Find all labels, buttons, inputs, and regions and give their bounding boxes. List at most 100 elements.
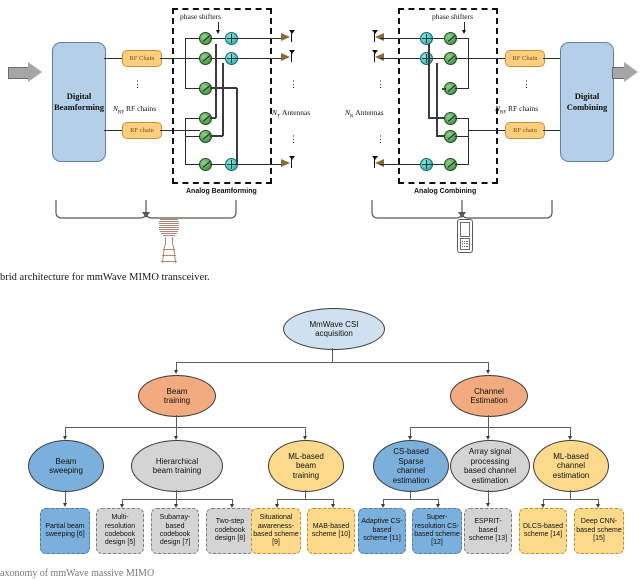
tx-adder1-out xyxy=(236,37,281,39)
leaf-situational-awareness-scheme[interactable]: Situational awareness-based scheme [9] xyxy=(251,508,301,554)
rx-wire-adder1-ps1 xyxy=(431,37,444,39)
mlc-arrow-2 xyxy=(595,504,600,508)
digital-combining-line2: Combining xyxy=(566,102,608,112)
node-hierarchical-label: Hierarchical beam training xyxy=(152,456,202,476)
rx-brace xyxy=(371,200,553,219)
ce-drop-1 xyxy=(410,427,411,437)
rx-line-rf-top-to-digital xyxy=(543,57,560,59)
rx-rf-chain-top: RF Chain xyxy=(505,50,545,67)
ce-drop-3 xyxy=(570,427,571,437)
ce-arrow-3 xyxy=(567,436,572,440)
tree-root-node[interactable]: MmWave CSI acquisition xyxy=(283,308,385,350)
rx-antennas-dots-lower: ⋮ xyxy=(376,134,385,144)
tx-crossbus-a-h xyxy=(210,117,216,119)
tx-adder-1 xyxy=(225,32,238,45)
cs-drop-1 xyxy=(383,499,384,505)
root-drop-right xyxy=(488,362,489,371)
branch-channel-estimation-line1: Channel xyxy=(474,386,504,396)
branch-channel-estimation[interactable]: Channel Estimation xyxy=(450,375,528,417)
rx-adder-1 xyxy=(420,32,433,45)
leaf-adaptive-cs-based-scheme[interactable]: Adaptive CS-based scheme [11] xyxy=(358,508,406,554)
tx-wire-ps1-in xyxy=(185,37,200,39)
node-array-signal-label: Array signal processing based channel es… xyxy=(463,447,517,485)
bt-stem xyxy=(176,415,177,427)
rx-phase-shifter-6 xyxy=(444,158,457,171)
tree-root-line2: acquisition xyxy=(315,329,353,338)
hybrid-architecture-figure: Digital Beamforming RF Chain RF chain ⋮ … xyxy=(0,0,640,300)
node-cs-based-label: CS-based Sparse channel estimation xyxy=(392,447,430,485)
hier-drop-1 xyxy=(122,499,123,505)
tx-line-rf-bottom-out xyxy=(160,130,200,131)
cs-stem xyxy=(410,490,411,499)
leaf-dlcs-based-scheme[interactable]: DLCS-based scheme [14] xyxy=(519,508,567,554)
hier-arrow-3 xyxy=(229,504,234,508)
cs-arrow-2 xyxy=(435,504,440,508)
bt-bus xyxy=(65,427,305,428)
rx-crossbus-a xyxy=(428,44,430,118)
rx-antennas-dots-upper: ⋮ xyxy=(376,79,385,89)
rx-adder-3 xyxy=(420,158,433,171)
root-stem xyxy=(332,348,333,362)
tx-adder-3 xyxy=(225,158,238,171)
leaf-deep-cnn-based-scheme[interactable]: Deep CNN-based scheme [15] xyxy=(574,508,624,554)
tx-phase-shifters-arrowhead xyxy=(215,30,220,34)
tx-line-digital-to-rf-top xyxy=(104,58,122,59)
rx-wire-ps4-out xyxy=(455,117,469,119)
tx-rf-chain-top: RF Chain xyxy=(122,50,162,67)
node-ml-based-beam-training[interactable]: ML-based beam training xyxy=(268,440,344,492)
rx-phase-shifter-4 xyxy=(444,112,457,125)
tx-crossbus-c xyxy=(236,88,238,164)
node-cs-based-sparse-channel-estimation[interactable]: CS-based Sparse channel estimation xyxy=(373,440,449,492)
tx-wire-ps4-in xyxy=(185,117,200,119)
leaf-mab-based-scheme[interactable]: MAB-based scheme [10] xyxy=(307,508,355,554)
bs-stem xyxy=(65,490,66,504)
branch-beam-training[interactable]: Beam training xyxy=(138,375,216,417)
mlb-drop-2 xyxy=(333,499,334,505)
root-arrow-right xyxy=(485,370,490,374)
rx-wire-adder2-ps2 xyxy=(431,57,444,59)
rx-antenna3-in xyxy=(380,163,420,165)
hier-arrow-2 xyxy=(173,504,178,508)
mlc-arrow-1 xyxy=(540,504,545,508)
rx-wire-ps2-out xyxy=(455,57,469,59)
tx-bus-left-lower xyxy=(185,118,186,164)
digital-beamforming-line1: Digital xyxy=(66,91,92,101)
tx-antennas-label: NT Antennas xyxy=(272,108,311,120)
tx-bus-left-upper xyxy=(185,38,186,88)
leaf-partial-beam-sweeping[interactable]: Partial beam sweeping [6] xyxy=(40,508,90,554)
rx-antennas-label: NR Antennas xyxy=(345,108,384,120)
leaf-multi-resolution-codebook[interactable]: Multi-resolution codebook design [5] xyxy=(96,508,144,554)
tx-antennas-dots-upper: ⋮ xyxy=(289,79,298,89)
mobile-phone-icon xyxy=(457,219,473,253)
rx-crossbus-c xyxy=(442,88,446,90)
ce-stem xyxy=(488,415,489,427)
digital-combining-block: Digital Combining xyxy=(560,42,614,162)
rx-antenna2-in xyxy=(380,57,420,59)
leaf-subarray-based-codebook[interactable]: Subarray-based codebook design [7] xyxy=(151,508,199,554)
leaf-esprit-based-scheme[interactable]: ESPRIT-based scheme [13] xyxy=(464,508,512,554)
hier-drop-3 xyxy=(232,499,233,505)
hier-drop-2 xyxy=(176,499,177,505)
tx-adder-2 xyxy=(225,52,238,65)
leaf-super-resolution-cs-based-scheme[interactable]: Super-resolution CS-based scheme [12] xyxy=(412,508,462,554)
node-ml-based-channel-estimation[interactable]: ML-based channel estimation xyxy=(533,440,609,492)
rx-rf-chain-dots: ⋮ xyxy=(522,79,531,89)
root-bus xyxy=(176,362,488,363)
mlc-drop-1 xyxy=(543,499,544,505)
mlb-stem xyxy=(305,490,306,499)
ce-bus xyxy=(410,427,570,428)
digital-beamforming-block: Digital Beamforming xyxy=(52,42,106,162)
bt-drop-2 xyxy=(176,427,177,437)
branch-beam-training-line1: Beam xyxy=(166,386,188,396)
tx-brace xyxy=(55,200,237,219)
tx-wire-ps2-adder2 xyxy=(210,57,225,59)
tx-rf-chain-bottom: RF chain xyxy=(122,122,162,139)
node-beam-sweeping[interactable]: Beam sweeping xyxy=(28,440,104,492)
leaf-two-step-codebook[interactable]: Two-step codebook design [8] xyxy=(206,508,254,554)
rx-line-to-rf-top xyxy=(468,57,505,59)
tx-wire-ps6-in xyxy=(185,163,200,165)
node-hierarchical-beam-training[interactable]: Hierarchical beam training xyxy=(131,440,223,492)
node-array-signal-processing[interactable]: Array signal processing based channel es… xyxy=(450,440,530,492)
bt-drop-3 xyxy=(305,427,306,437)
cs-arrow-1 xyxy=(380,504,385,508)
